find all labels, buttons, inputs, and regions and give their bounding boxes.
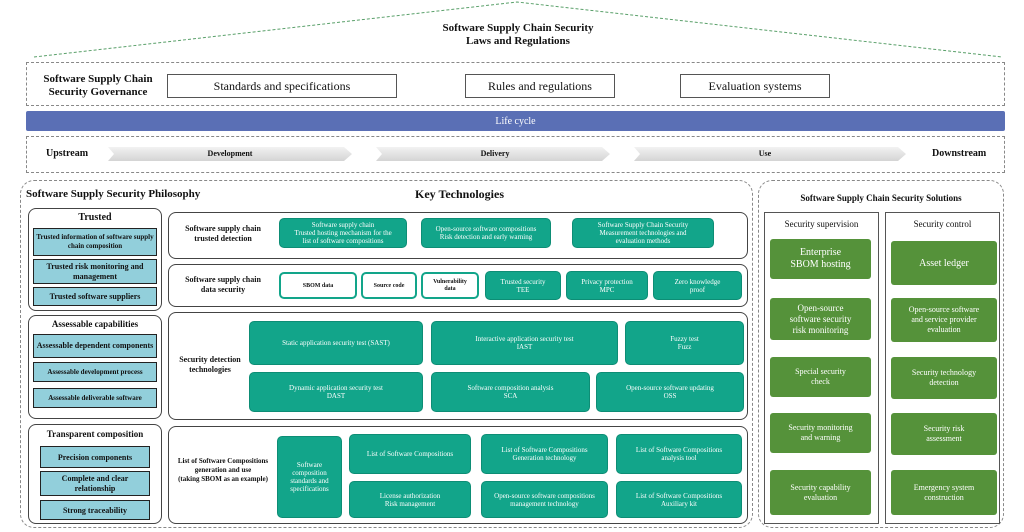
sbom-panel <box>168 426 748 524</box>
lifecycle-arrows <box>108 147 906 161</box>
evaluation-systems-box: Evaluation systems <box>680 74 830 98</box>
vulnerability-data-box: Vulnerability data <box>421 272 479 299</box>
detection-panel <box>168 312 748 420</box>
measurement-technologies-box: Software Supply Chain Security Measureme… <box>572 218 714 248</box>
supervision-heading: Security supervision <box>784 219 859 229</box>
trusted-item-risk: Trusted risk monitoring and management <box>33 259 157 284</box>
source-code-box: Source code <box>361 272 417 299</box>
development-arrow <box>108 147 352 161</box>
sbom-label: List of Software Compositions generation… <box>177 456 269 483</box>
license-authorization-box: License authorization Risk management <box>349 481 471 518</box>
upstream-label: Upstream <box>46 148 89 159</box>
dast-box: Dynamic application security test DAST <box>249 372 423 412</box>
roof-outline <box>33 1 1003 58</box>
data-security-panel <box>168 264 748 307</box>
composition-standards-box: Software composition standards and speci… <box>277 436 342 518</box>
key-technologies-title: Key Technologies <box>415 187 505 201</box>
transparent-heading: Transparent composition <box>46 429 144 439</box>
auxiliary-kit-box: List of Software Compositions Auxiliary … <box>616 481 742 518</box>
assessable-panel <box>28 315 162 419</box>
use-arrow <box>634 147 906 161</box>
oss-box: Open-source software updating OSS <box>596 372 744 412</box>
transparent-panel <box>28 424 162 524</box>
stage-delivery: Delivery <box>480 148 510 158</box>
stage-use: Use <box>758 148 772 158</box>
lifecycle-row <box>26 136 1005 173</box>
supervision-panel <box>764 212 879 524</box>
assessable-item-deliverable: Assessable deliverable software <box>33 388 157 408</box>
generation-technology-box: List of Software Compositions Generation… <box>481 434 608 474</box>
asset-ledger-box: Asset ledger <box>891 241 997 285</box>
risk-monitoring-box: Open-source software security risk monit… <box>770 298 871 340</box>
sca-box: Software composition analysis SCA <box>431 372 590 412</box>
trusted-detection-label: Software supply chain trusted detection <box>185 224 261 243</box>
philosophy-title: Software Supply Security Philosophy <box>26 188 201 200</box>
trusted-heading: Trusted <box>78 211 112 223</box>
mpc-box: Privacy protection MPC <box>566 271 648 300</box>
governance-row <box>26 62 1005 106</box>
analysis-tool-box: List of Software Compositions analysis t… <box>616 434 742 474</box>
detection-label: Security detection technologies <box>179 355 241 374</box>
lifecycle-bar: Life cycle <box>26 111 1005 131</box>
transparent-item-precision: Precision components <box>40 446 150 468</box>
rules-regulations-box: Rules and regulations <box>465 74 615 98</box>
transparent-item-traceability: Strong traceability <box>40 500 150 520</box>
special-check-box: Special security check <box>770 357 871 397</box>
assessable-item-process: Assessable development process <box>33 362 157 382</box>
provider-evaluation-box: Open-source software and service provide… <box>891 298 997 342</box>
solutions-area <box>758 180 1004 528</box>
assessable-item-components: Assessable dependent components <box>33 334 157 358</box>
stage-development: Development <box>207 148 253 158</box>
trusted-item-suppliers: Trusted software suppliers <box>33 287 157 306</box>
downstream-label: Downstream <box>932 148 987 159</box>
trusted-detection-panel <box>168 212 748 259</box>
control-heading: Security control <box>913 219 972 229</box>
philosophy-technology-area <box>20 180 753 528</box>
list-of-compositions-box: List of Software Compositions <box>349 434 471 474</box>
trusted-hosting-box: Software supply chain Trusted hosting me… <box>279 218 407 248</box>
zero-knowledge-box: Zero knowledge proof <box>653 271 742 300</box>
delivery-arrow <box>376 147 610 161</box>
control-panel <box>885 212 1000 524</box>
iast-box: Interactive application security test IA… <box>431 321 618 365</box>
capability-evaluation-box: Security capability evaluation <box>770 470 871 515</box>
sbom-hosting-box: Enterprise SBOM hosting <box>770 239 871 279</box>
technology-detection-box: Security technology detection <box>891 357 997 399</box>
data-security-label: Software supply chain data security <box>185 275 261 294</box>
solutions-title: Software Supply Chain Security Solutions <box>800 193 962 203</box>
management-technology-box: Open-source software compositions manage… <box>481 481 608 518</box>
tee-box: Trusted security TEE <box>485 271 561 300</box>
risk-detection-box: Open-source software compositions Risk d… <box>421 218 551 248</box>
governance-label: Software Supply Chain Security Governanc… <box>43 73 153 98</box>
trusted-panel <box>28 208 162 311</box>
risk-assessment-box: Security risk assessment <box>891 413 997 455</box>
trusted-item-composition: Trusted information of software supply c… <box>33 228 157 256</box>
monitoring-warning-box: Security monitoring and warning <box>770 413 871 453</box>
laws-title: Software Supply Chain Security Laws and … <box>442 22 594 47</box>
sbom-data-box: SBOM data <box>279 272 357 299</box>
fuzz-box: Fuzzy test Fuzz <box>625 321 744 365</box>
sast-box: Static application security test (SAST) <box>249 321 423 365</box>
transparent-item-relationship: Complete and clear relationship <box>40 471 150 496</box>
standards-specifications-box: Standards and specifications <box>167 74 397 98</box>
assessable-heading: Assessable capabilities <box>51 319 139 329</box>
emergency-construction-box: Emergency system construction <box>891 470 997 515</box>
